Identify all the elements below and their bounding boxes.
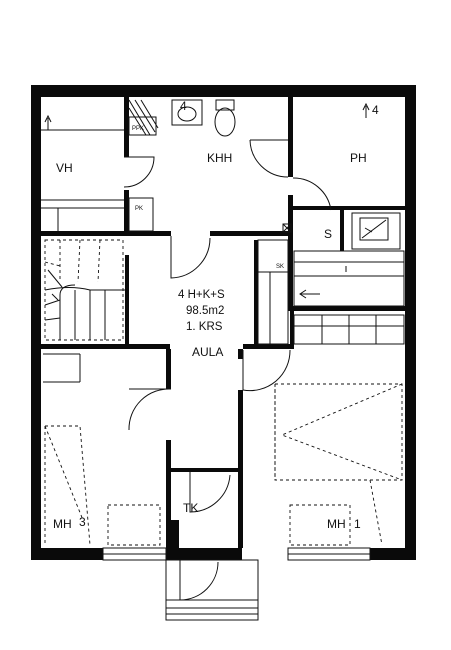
marker-mh-left: 3 (79, 515, 86, 529)
label-ppk: PPK (132, 126, 144, 132)
wardrobes (293, 314, 405, 345)
mh-right-room (274, 383, 403, 546)
room-label-vh: VH (56, 161, 73, 175)
info-floor: 1. KRS (186, 321, 223, 333)
ph-room (292, 102, 401, 250)
room-label-aula: AULA (192, 345, 223, 359)
marker-ph: 4 (372, 103, 379, 117)
room-label-s: S (324, 227, 332, 241)
bottom-windows (102, 547, 371, 561)
vh-room (41, 114, 155, 231)
tk-entry (165, 472, 259, 621)
room-label-mh-left: MH (53, 517, 72, 531)
label-sk: SK (276, 264, 284, 270)
room-label-ph: PH (350, 151, 367, 165)
stairs (43, 239, 125, 383)
info-layout: 4 H+K+S (178, 289, 225, 301)
interior-walls (41, 97, 405, 548)
room-label-mh-right: MH (327, 517, 346, 531)
khh-room (128, 99, 289, 279)
sauna-benches (282, 223, 405, 307)
label-pk: PK (135, 206, 143, 212)
room-label-khh: KHH (207, 151, 232, 165)
outer-walls (31, 85, 416, 560)
info-area: 98.5m2 (186, 305, 224, 317)
marker-mh-right: 1 (354, 517, 361, 531)
aula-doors (128, 349, 291, 431)
marker-khh: 4 (180, 99, 187, 113)
sk-closet (257, 239, 289, 345)
mh-left-room (44, 425, 161, 546)
room-label-tk: TK (183, 501, 198, 515)
